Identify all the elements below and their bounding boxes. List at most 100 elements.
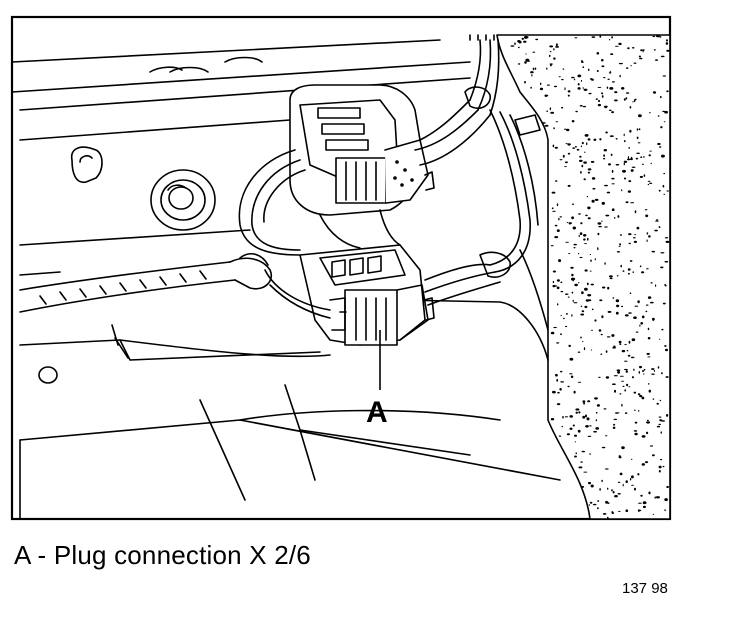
carpet-speck bbox=[638, 410, 640, 412]
carpet-speck bbox=[577, 74, 582, 78]
carpet-speck bbox=[622, 385, 625, 387]
carpet-speck bbox=[605, 435, 608, 437]
carpet-speck bbox=[590, 349, 593, 351]
carpet-speck bbox=[554, 236, 559, 239]
carpet-speck bbox=[617, 493, 621, 495]
carpet-speck bbox=[658, 465, 662, 469]
carpet-speck bbox=[628, 180, 632, 183]
carpet-speck bbox=[632, 101, 634, 103]
carpet-speck bbox=[621, 446, 625, 450]
upper-connector bbox=[289, 84, 435, 216]
carpet-speck bbox=[624, 412, 628, 414]
carpet-speck bbox=[565, 143, 568, 145]
carpet-speck bbox=[619, 243, 622, 246]
carpet-speck bbox=[579, 232, 583, 236]
carpet-speck bbox=[631, 458, 633, 460]
carpet-speck bbox=[642, 505, 646, 509]
carpet-speck bbox=[564, 293, 569, 295]
carpet-speck bbox=[560, 290, 564, 293]
carpet-speck bbox=[628, 312, 632, 314]
carpet-speck bbox=[614, 389, 616, 393]
carpet-speck bbox=[659, 459, 663, 461]
carpet-speck bbox=[576, 148, 580, 151]
carpet-speck bbox=[571, 314, 573, 317]
lower-connector-a bbox=[299, 244, 435, 346]
carpet-speck bbox=[660, 252, 665, 254]
carpet-speck bbox=[650, 282, 653, 284]
carpet-speck bbox=[623, 133, 625, 137]
carpet-speck bbox=[612, 383, 616, 386]
carpet-speck bbox=[624, 344, 627, 346]
carpet-speck bbox=[632, 237, 636, 239]
carpet-speck bbox=[568, 253, 571, 254]
carpet-speck bbox=[664, 110, 668, 114]
carpet-speck bbox=[580, 461, 583, 463]
carpet-speck bbox=[582, 415, 586, 419]
carpet-speck bbox=[577, 351, 581, 353]
carpet-speck bbox=[517, 40, 521, 43]
carpet-speck bbox=[560, 381, 565, 383]
carpet-speck bbox=[586, 417, 590, 421]
carpet-speck bbox=[629, 477, 632, 481]
carpet-speck bbox=[588, 481, 591, 485]
carpet-speck bbox=[655, 496, 660, 499]
carpet-speck bbox=[601, 92, 604, 95]
carpet-speck bbox=[569, 357, 574, 361]
carpet-speck bbox=[626, 383, 629, 387]
carpet-speck bbox=[557, 303, 559, 306]
carpet-speck bbox=[641, 271, 645, 274]
carpet-speck bbox=[573, 302, 578, 304]
carpet-speck bbox=[561, 78, 564, 81]
carpet-speck bbox=[572, 226, 576, 230]
carpet-speck bbox=[580, 313, 585, 316]
carpet-speck bbox=[640, 494, 643, 497]
carpet-speck bbox=[595, 427, 600, 430]
carpet-speck bbox=[560, 333, 562, 336]
carpet-speck bbox=[609, 87, 614, 90]
carpet-speck bbox=[565, 313, 568, 315]
carpet-speck bbox=[585, 414, 587, 418]
carpet-speck bbox=[612, 426, 616, 429]
carpet-speck bbox=[624, 360, 628, 362]
carpet-speck bbox=[665, 376, 669, 378]
carpet-speck bbox=[604, 184, 608, 187]
carpet-speck bbox=[649, 301, 654, 304]
carpet-speck bbox=[609, 70, 611, 73]
carpet-speck bbox=[552, 210, 556, 212]
carpet-speck bbox=[599, 299, 603, 302]
carpet-speck bbox=[648, 491, 651, 495]
carpet-speck bbox=[564, 166, 567, 168]
carpet-speck bbox=[572, 424, 575, 427]
carpet-speck bbox=[613, 345, 616, 348]
carpet-speck bbox=[609, 277, 613, 280]
carpet-speck bbox=[663, 121, 666, 123]
carpet-speck bbox=[579, 105, 583, 107]
carpet-speck bbox=[563, 317, 565, 320]
carpet-speck bbox=[574, 283, 578, 287]
carpet-speck bbox=[546, 67, 548, 70]
carpet-speck bbox=[564, 161, 568, 164]
carpet-speck bbox=[617, 510, 621, 512]
carpet-speck bbox=[647, 183, 650, 186]
carpet-speck bbox=[577, 83, 580, 86]
carpet-speck bbox=[654, 229, 658, 232]
carpet-speck bbox=[646, 268, 649, 270]
carpet-speck bbox=[594, 198, 599, 201]
carpet-speck bbox=[556, 286, 560, 290]
carpet-speck bbox=[608, 109, 612, 112]
carpet-speck bbox=[570, 266, 574, 269]
carpet-speck bbox=[517, 46, 520, 49]
carpet-speck bbox=[637, 393, 641, 396]
carpet-speck bbox=[656, 34, 660, 38]
carpet-speck bbox=[652, 91, 657, 94]
carpet-speck bbox=[649, 112, 651, 114]
carpet-speck bbox=[544, 124, 549, 127]
carpet-speck bbox=[586, 195, 589, 198]
carpet-speck bbox=[592, 503, 597, 506]
carpet-speck bbox=[639, 265, 642, 268]
carpet-speck bbox=[602, 286, 606, 289]
carpet-speck bbox=[630, 65, 632, 67]
carpet-speck bbox=[596, 52, 600, 55]
carpet-speck bbox=[602, 513, 607, 515]
